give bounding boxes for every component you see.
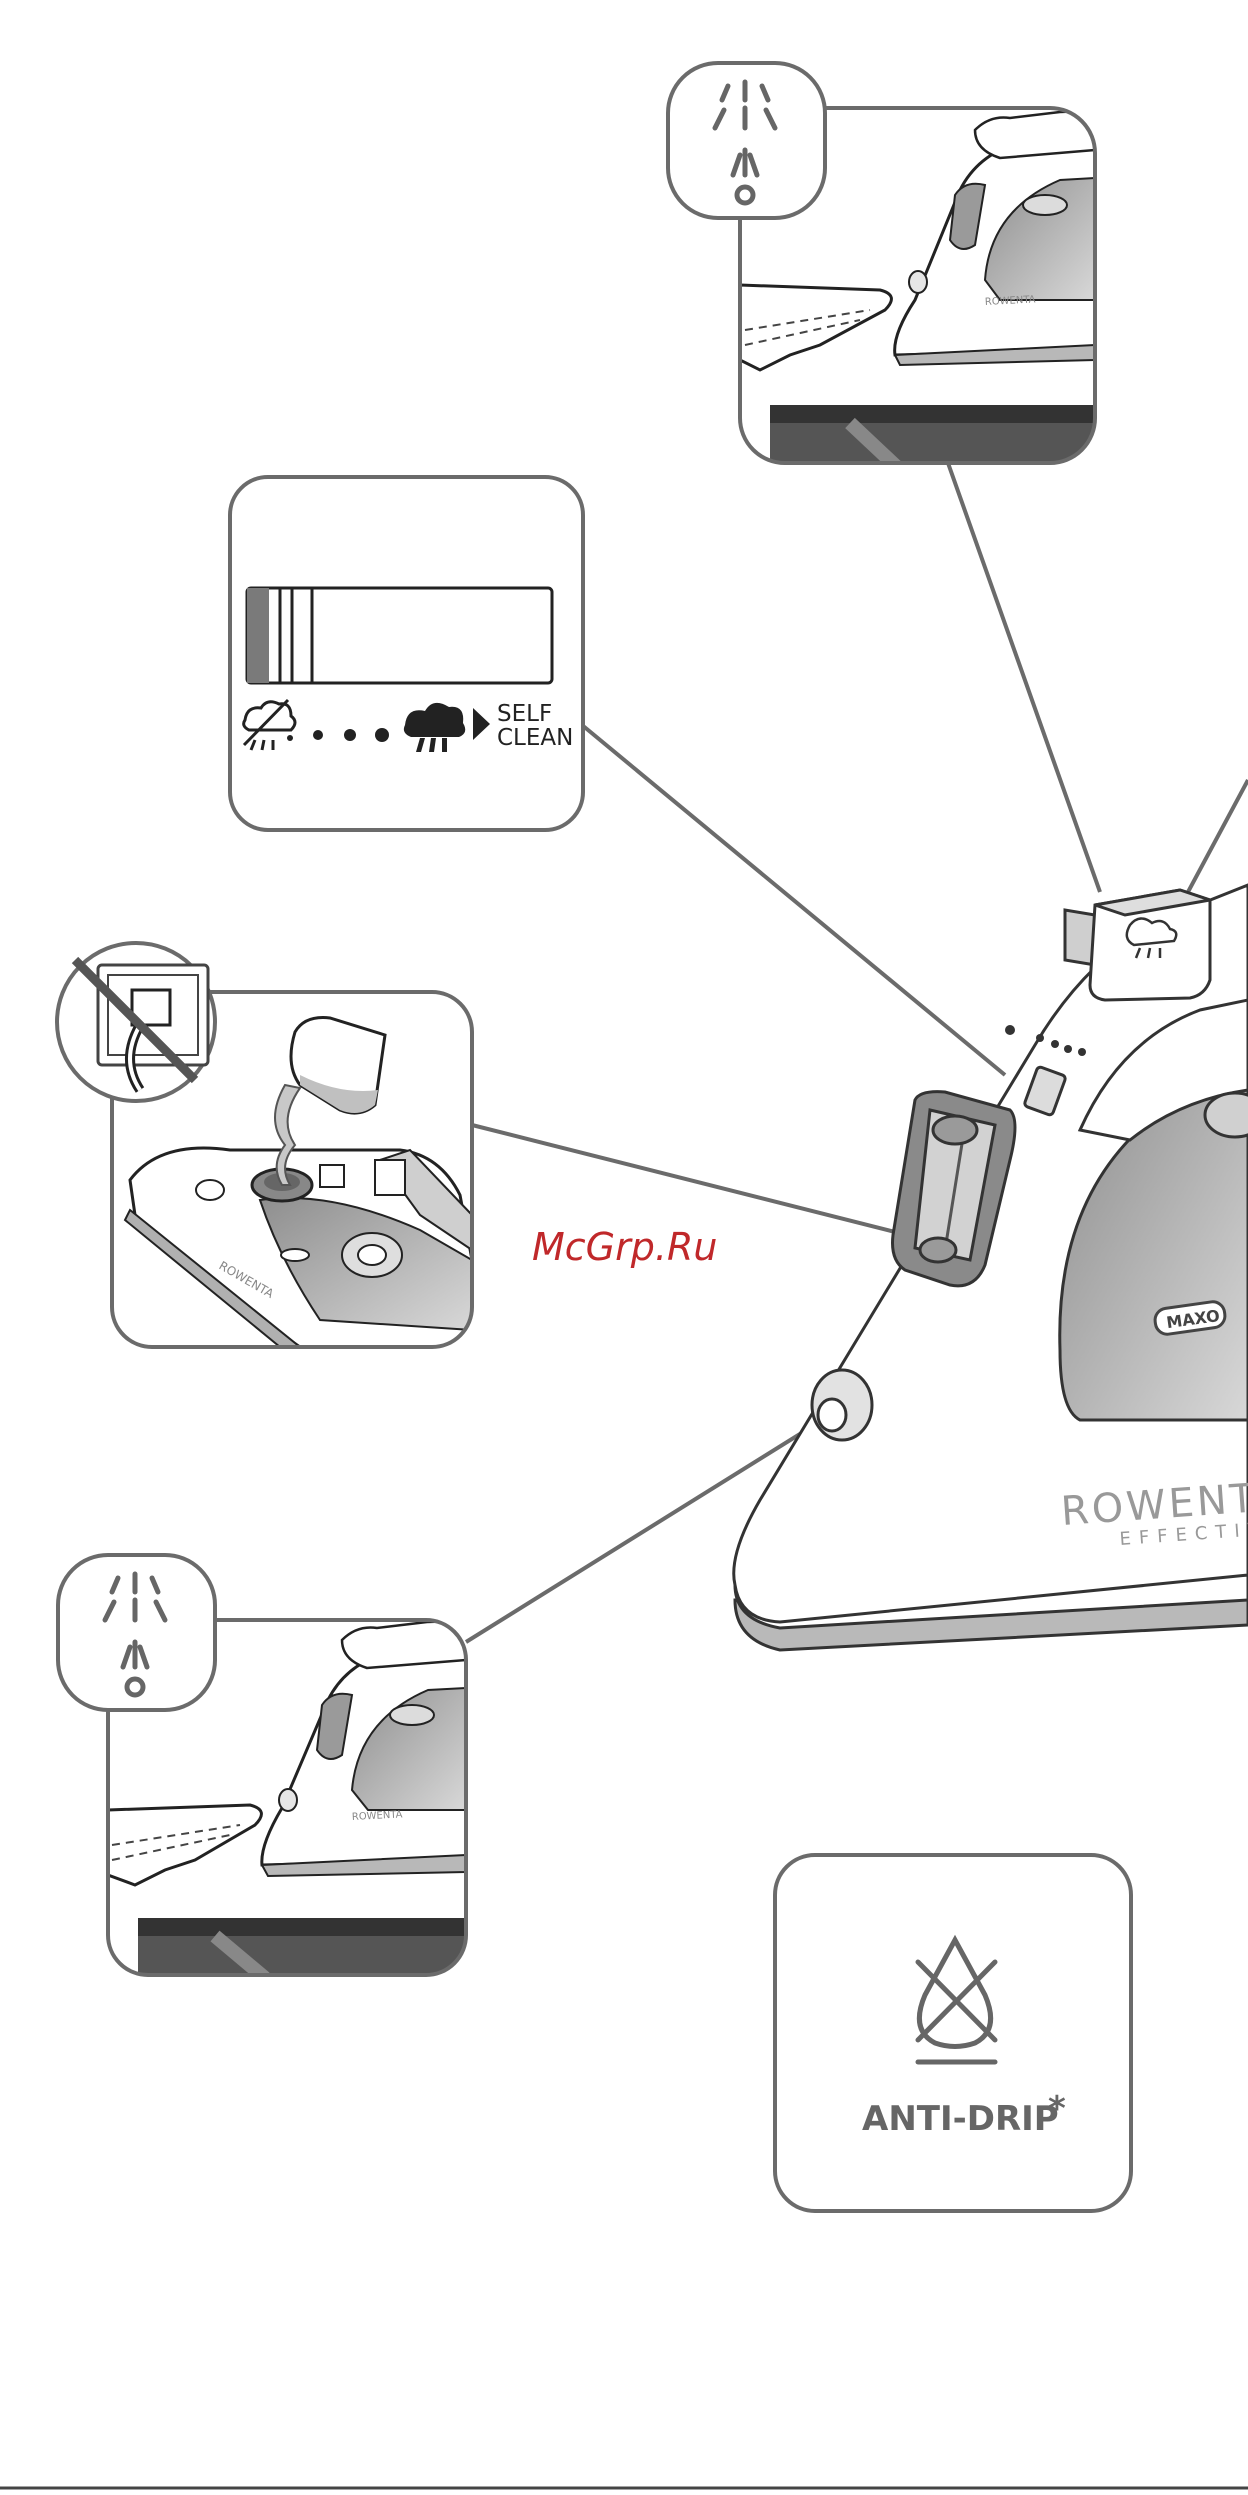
clean-label: CLEAN [497,725,573,751]
panel-anti-drip: ANTI-DRIP * [775,1855,1131,2211]
anti-drip-asterisk: * [1048,2089,1066,2129]
panel-self-clean: SELF CLEAN [230,477,583,830]
panel-spray-bottom: ROWENTA [58,1555,468,1978]
watermark-text: McGrp.Ru [532,1225,717,1269]
panel-spray-top: ROWENTA [668,63,1100,475]
panel-water-fill: ROWENTA [57,943,472,1347]
self-label: SELF [497,701,552,727]
anti-drip-label: ANTI-DRIP [862,2099,1059,2139]
